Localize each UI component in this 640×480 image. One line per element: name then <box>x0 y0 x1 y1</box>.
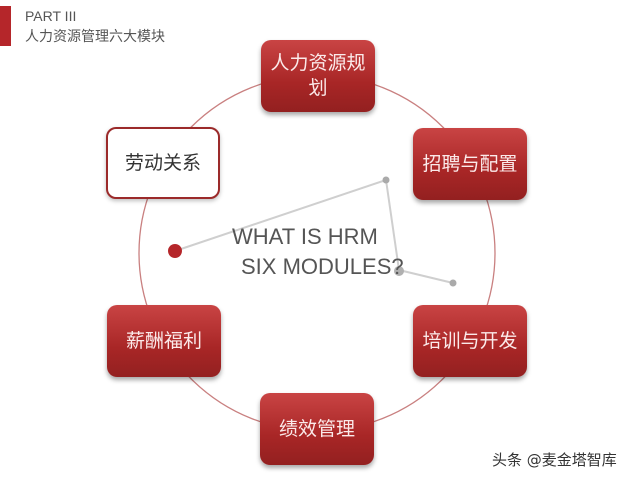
module-performance[interactable]: 绩效管理 <box>260 393 374 465</box>
center-question: WHAT IS HRM SIX MODULES? <box>232 222 412 282</box>
center-line-1: WHAT IS HRM <box>232 224 378 249</box>
section-title: 人力资源管理六大模块 <box>25 29 165 45</box>
gray-dot <box>394 266 404 276</box>
module-label: 劳动关系 <box>124 151 201 174</box>
watermark: 头条 @麦金塔智库 <box>492 451 617 469</box>
module-label: 培训与开发 <box>422 329 518 352</box>
module-label: 绩效管理 <box>278 417 355 440</box>
module-compensation[interactable]: 薪酬福利 <box>107 305 221 377</box>
module-hr-planning[interactable]: 人力资源规划 <box>261 40 375 112</box>
part-label: PART III <box>25 8 77 24</box>
gray-dot <box>382 176 390 184</box>
connector-line <box>174 178 454 284</box>
module-label: 薪酬福利 <box>125 329 202 352</box>
module-label: 人力资源规划 <box>270 52 366 99</box>
module-training[interactable]: 培训与开发 <box>413 305 527 377</box>
module-labor-relations[interactable]: 劳动关系 <box>106 127 220 199</box>
module-recruitment[interactable]: 招聘与配置 <box>413 128 527 200</box>
center-line-2: SIX MODULES? <box>241 254 404 279</box>
gray-dot <box>449 279 457 287</box>
accent-bar <box>0 6 11 46</box>
module-label: 招聘与配置 <box>422 152 518 175</box>
red-dot <box>168 244 182 258</box>
